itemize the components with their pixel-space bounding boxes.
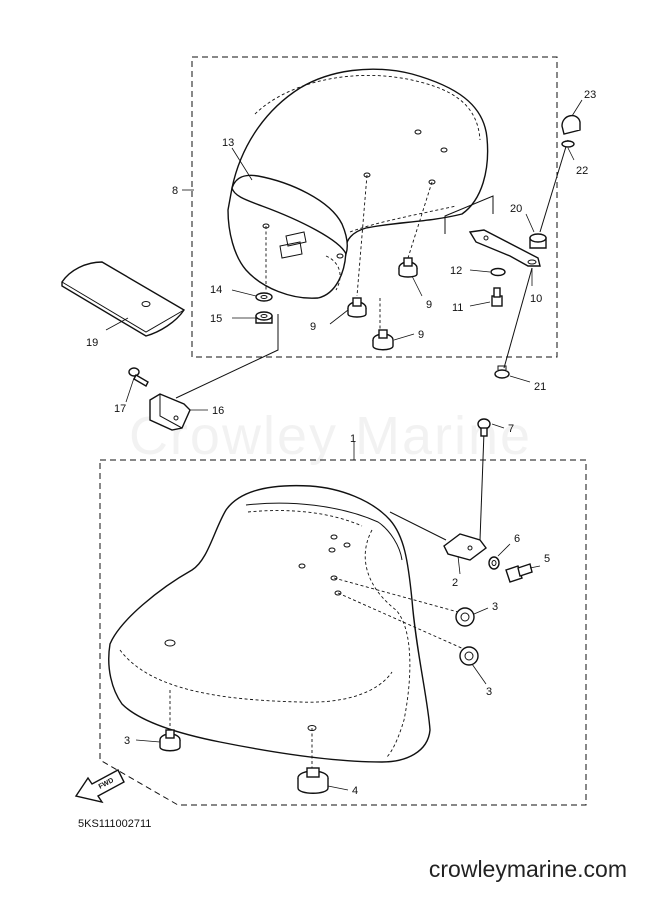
callout-13: 13 — [222, 137, 234, 149]
callout-3-c: 3 — [124, 735, 130, 747]
callout-11: 11 — [452, 302, 463, 314]
callout-4: 4 — [352, 785, 358, 797]
callout-3-a: 3 — [492, 601, 498, 613]
callout-16: 16 — [212, 405, 224, 417]
grommet-9-a — [398, 257, 418, 278]
acorn-nut-23 — [561, 115, 581, 135]
callout-9-b: 9 — [310, 321, 316, 333]
callout-3-b: 3 — [486, 686, 492, 698]
bolt-7 — [477, 418, 491, 437]
grommet-9-c — [372, 329, 394, 351]
callout-9-a: 9 — [426, 299, 432, 311]
callout-19: 19 — [86, 337, 98, 349]
callout-2: 2 — [452, 577, 458, 589]
callout-5: 5 — [544, 553, 550, 565]
bolt-17 — [128, 367, 149, 387]
front-seat — [108, 484, 431, 763]
washer-14 — [255, 292, 273, 302]
callout-9-c: 9 — [418, 329, 424, 341]
callout-15: 15 — [210, 313, 222, 325]
grommet-3-c — [159, 729, 181, 752]
seat-cover-19 — [61, 261, 185, 337]
callout-10: 10 — [530, 293, 542, 305]
grommet-3-a — [455, 607, 475, 627]
rear-seat — [227, 68, 489, 299]
callout-12: 12 — [450, 265, 462, 277]
callout-23: 23 — [584, 89, 596, 101]
callout-21: 21 — [534, 381, 546, 393]
callout-17: 17 — [114, 403, 126, 415]
grommet-3-b — [459, 646, 479, 666]
damper-21 — [494, 365, 510, 379]
bracket-10 — [468, 229, 541, 267]
forward-arrow-icon: FWD — [74, 769, 125, 804]
bolt-11 — [491, 287, 503, 307]
assembly-1-frame — [99, 459, 587, 806]
callout-22: 22 — [576, 165, 588, 177]
callout-1: 1 — [350, 433, 356, 445]
callout-14: 14 — [210, 284, 222, 296]
assembly-8-frame — [191, 56, 558, 358]
nut-15 — [255, 311, 273, 324]
callout-20: 20 — [510, 203, 522, 215]
grommet-9-b — [347, 297, 367, 318]
bracket-16 — [149, 393, 191, 431]
spacer-20 — [529, 233, 547, 249]
diagram-code: 5KS111002711 — [78, 818, 152, 830]
callout-8: 8 — [172, 185, 178, 197]
bracket-2 — [443, 533, 487, 561]
damper-4 — [297, 767, 329, 794]
bolt-5 — [505, 563, 533, 583]
callout-6: 6 — [514, 533, 520, 545]
washer-12 — [490, 267, 506, 277]
washer-22 — [561, 140, 575, 148]
washer-6 — [488, 556, 500, 570]
callout-7: 7 — [508, 423, 514, 435]
site-url: crowleymarine.com — [428, 856, 627, 882]
